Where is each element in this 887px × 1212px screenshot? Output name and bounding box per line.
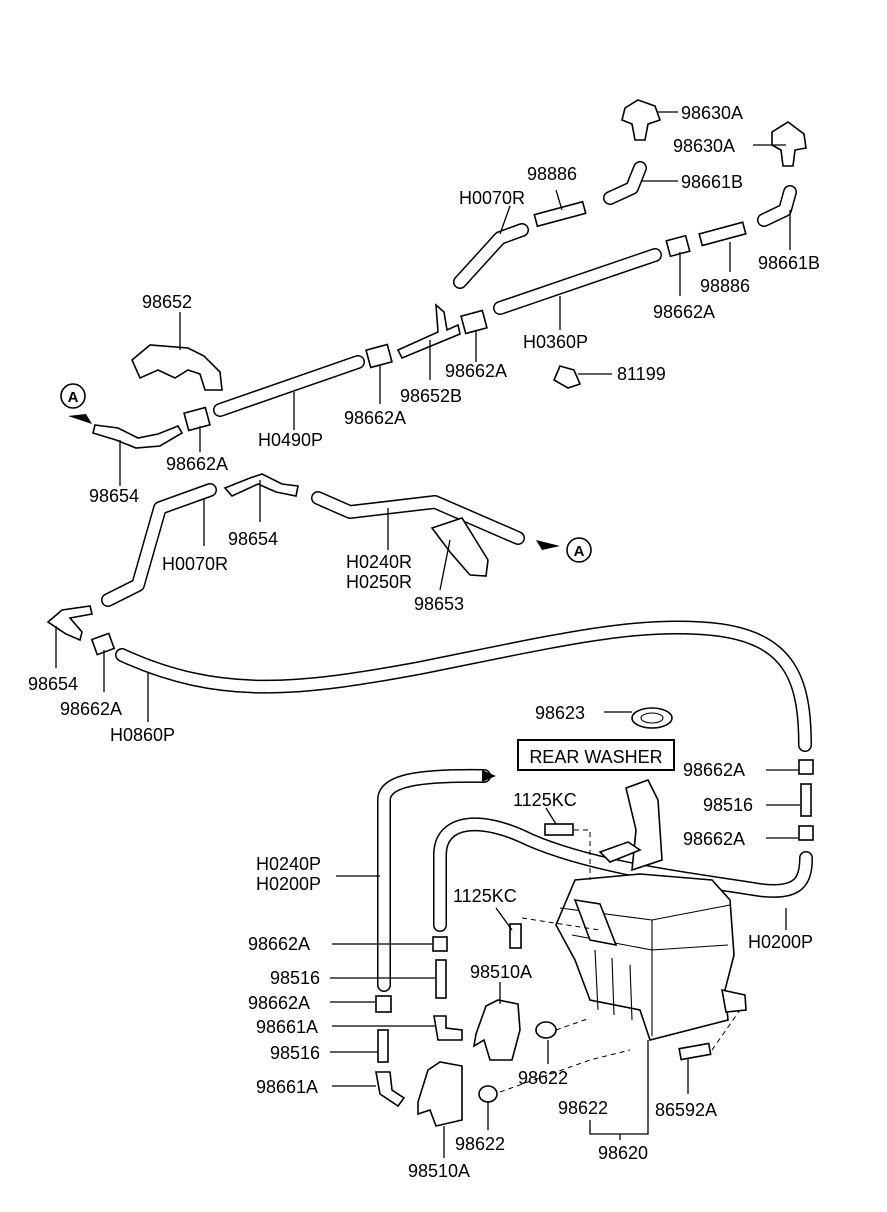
label-98662A-right2: 98662A — [683, 829, 745, 849]
label-98630A-right: 98630A — [673, 136, 735, 156]
washer-reservoir — [555, 779, 747, 1041]
label-98654-left: 98654 — [89, 486, 139, 506]
label-98654-center: 98654 — [228, 529, 278, 549]
connectors — [46, 99, 814, 1127]
label-H0490P: H0490P — [258, 430, 323, 450]
leader-lines — [55, 111, 800, 1158]
label-98662A-center: 98662A — [445, 361, 507, 381]
label-98516-right: 98516 — [703, 795, 753, 815]
label-98622-1: 98622 — [518, 1068, 568, 1088]
label-81199: 81199 — [617, 364, 666, 384]
label-98662A-right1: 98662A — [683, 760, 745, 780]
part-labels: 98630A 98630A 98886 H0070R 98661B 98661B… — [28, 103, 820, 1181]
label-98662A-tank2: 98662A — [248, 993, 310, 1013]
label-98662A-left: 98662A — [166, 454, 228, 474]
label-98516-tank1: 98516 — [270, 968, 320, 988]
label-1125KC-top: 1125KC — [513, 790, 577, 810]
label-98661B-right: 98661B — [758, 253, 820, 273]
label-98661A-2: 98661A — [256, 1077, 318, 1097]
label-98516-tank2: 98516 — [270, 1043, 320, 1063]
label-98622-2: 98622 — [558, 1098, 608, 1118]
label-1125KC-mid: 1125KC — [453, 886, 517, 906]
label-98510A-bottom: 98510A — [408, 1161, 470, 1181]
label-H0200P-left: H0200P — [256, 874, 321, 894]
label-98662A-tank1: 98662A — [248, 934, 310, 954]
label-98620: 98620 — [598, 1143, 648, 1163]
label-98886-right: 98886 — [700, 276, 750, 296]
rear-washer-box — [517, 739, 675, 771]
rear-washer-label: REAR WASHER — [529, 747, 662, 767]
label-H0200P-right: H0200P — [748, 932, 813, 952]
hoses — [101, 161, 813, 992]
label-H0240P: H0240P — [256, 854, 321, 874]
label-98652B: 98652B — [400, 386, 462, 406]
label-98654-bottomleft: 98654 — [28, 674, 78, 694]
label-98662A-left2: 98662A — [344, 408, 406, 428]
label-H0250R: H0250R — [346, 572, 412, 592]
ref-a-label-bottom: A — [574, 543, 585, 560]
label-98662A-bottomleft: 98662A — [60, 699, 122, 719]
label-98653: 98653 — [414, 594, 464, 614]
label-98652: 98652 — [142, 292, 192, 312]
label-98623: 98623 — [535, 703, 585, 723]
label-98510A-top: 98510A — [470, 962, 532, 982]
label-98661B-top: 98661B — [681, 172, 743, 192]
label-98661A-1: 98661A — [256, 1017, 318, 1037]
ref-a-circle-bottom — [566, 537, 592, 563]
ref-a-circle-top — [60, 383, 86, 409]
label-86592A: 86592A — [655, 1100, 717, 1120]
label-H0070R-top: H0070R — [459, 188, 525, 208]
label-H0860P: H0860P — [110, 725, 175, 745]
label-98886-top: 98886 — [527, 164, 577, 184]
label-H0360P: H0360P — [523, 332, 588, 352]
label-98630A-top: 98630A — [681, 103, 743, 123]
label-98662A-midright: 98662A — [653, 302, 715, 322]
dashed-references — [499, 829, 741, 1093]
label-H0240R: H0240R — [346, 552, 412, 572]
label-H0070R-mid: H0070R — [162, 554, 228, 574]
ref-a-label-top: A — [68, 389, 79, 406]
label-98622-3: 98622 — [455, 1134, 505, 1154]
